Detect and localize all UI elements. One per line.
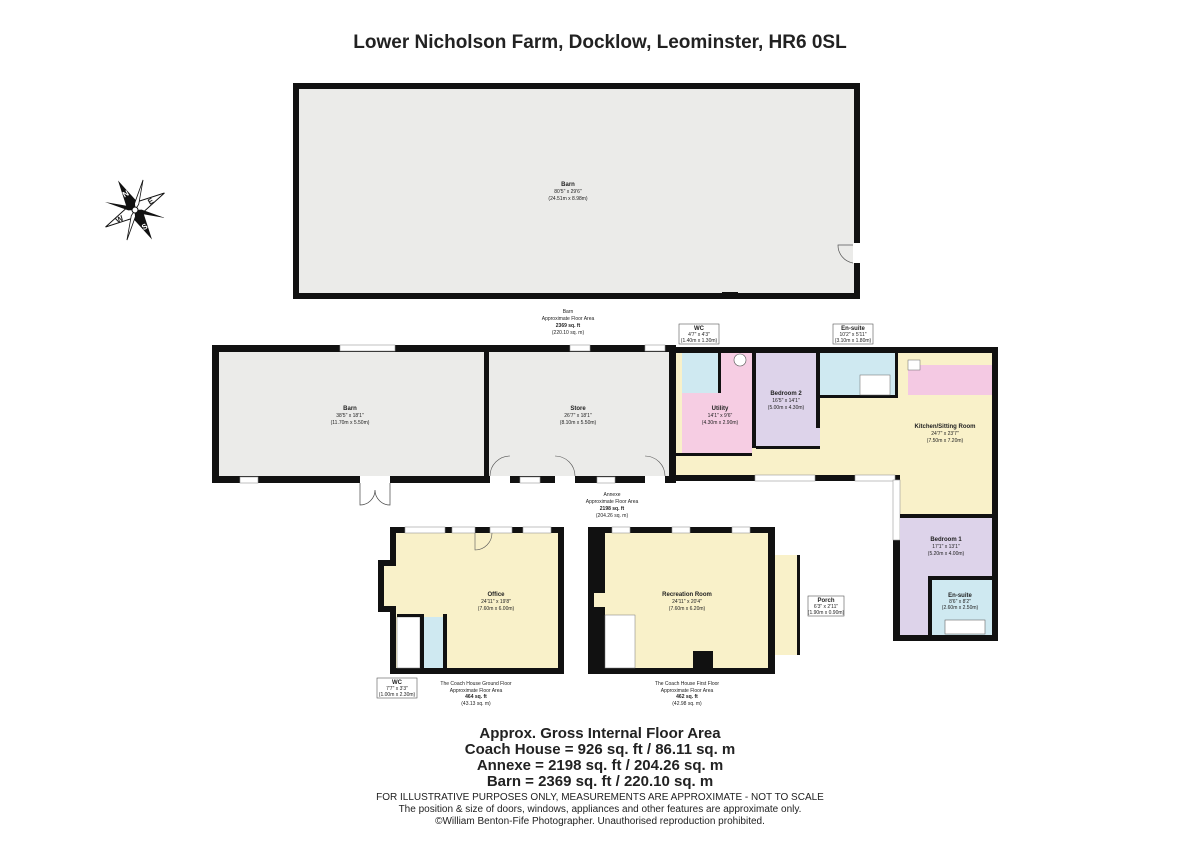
room-name: Bedroom 2 [770, 391, 802, 397]
ensuite-callout: En-suite 10'2" x 5'11" (3.10m x 1.80m) [832, 323, 874, 345]
room-name: Barn [343, 406, 357, 412]
label-text: 17'1" x 13'1" [932, 544, 960, 550]
label-text: (204.26 sq. m) [596, 513, 629, 519]
compass-e: E [146, 196, 156, 207]
label-text: Barn [563, 309, 574, 315]
label-text: (42.98 sq. m) [672, 701, 702, 707]
compass-s: S [140, 221, 150, 232]
label-text: (7.60m x 6.20m) [669, 606, 706, 612]
coach-first-area-label: The Coach House First Floor Approximate … [655, 681, 720, 707]
annexe-area-label: Annexe Approximate Floor Area 2198 sq. f… [586, 492, 639, 519]
label-text: (2.60m x 2.50m) [942, 605, 979, 611]
label-text: (11.70m x 5.50m) [331, 420, 370, 426]
room-name: Recreation Room [662, 592, 712, 598]
label-text: Annexe [604, 492, 621, 498]
label-text: En-suite [841, 326, 865, 332]
barn-area-label: Barn Approximate Floor Area 2369 sq. ft … [542, 309, 595, 336]
label-text: (5.00m x 4.30m) [768, 405, 805, 411]
label-text: 24'11" x 20'4" [672, 599, 702, 605]
page-title: Lower Nicholson Farm, Docklow, Leominste… [353, 32, 847, 53]
label-text: (7.50m x 7.20m) [927, 438, 964, 444]
label-text: 6'3" x 2'11" [814, 604, 838, 610]
label-text: Approximate Floor Area [586, 499, 639, 505]
label-text: The Coach House First Floor [655, 681, 720, 687]
room-name: En-suite [948, 593, 972, 599]
label-text: (1.40m x 1.30m) [681, 338, 718, 344]
label-text: 7'7" x 3'3" [386, 686, 408, 692]
label-text: 10'2" x 5'11" [839, 332, 866, 338]
wc-callout: WC 4'7" x 4'3" (1.40m x 1.30m) [678, 323, 720, 345]
label-text: The Coach House Ground Floor [440, 681, 511, 687]
label-text: (8.10m x 5.50m) [560, 420, 597, 426]
compass-rose-icon: N E S W [104, 179, 166, 241]
room-name: Barn [561, 182, 575, 188]
label-text: (43.13 sq. m) [461, 701, 491, 707]
porch-callout: Porch 6'3" x 2'11" (1.90m x 0.90m) [807, 595, 845, 617]
label-text: Annexe = 2198 sq. ft / 204.26 sq. m [477, 757, 723, 774]
label-text: (1.00m x 2.30m) [379, 692, 416, 698]
area-summary: Approx. Gross Internal Floor Area Coach … [465, 725, 736, 790]
label-text: Approximate Floor Area [542, 316, 595, 322]
label-text: WC [694, 326, 705, 332]
room-name: Store [570, 406, 586, 412]
room-name: Utility [712, 406, 729, 412]
room-name: Office [487, 592, 505, 598]
label-text: 2369 sq. ft [556, 323, 581, 329]
label-text: Approximate Floor Area [450, 688, 503, 694]
compass-n: N [121, 189, 131, 200]
label-text: 464 sq. ft [465, 694, 487, 700]
label-text: Approx. Gross Internal Floor Area [479, 725, 721, 742]
label-text: 462 sq. ft [676, 694, 698, 700]
coach-house-ground-floor: Office 24'11" x 19'8" (7.60m x 6.00m) [378, 526, 564, 674]
label-text: 24'11" x 19'8" [481, 599, 511, 605]
label-text: (220.10 sq. m) [552, 330, 585, 336]
label-text: Barn = 2369 sq. ft / 220.10 sq. m [487, 773, 713, 790]
label-text: (4.30m x 2.90m) [702, 420, 739, 426]
label-text: 14'1" x 9'6" [708, 413, 733, 419]
label-text: Approximate Floor Area [661, 688, 714, 694]
room-size-metric: (24.51m x 8.98m) [548, 196, 588, 202]
coach-ground-area-label: The Coach House Ground Floor Approximate… [440, 681, 511, 707]
label-text: The position & size of doors, windows, a… [399, 804, 802, 815]
disclaimer: FOR ILLUSTRATIVE PURPOSES ONLY, MEASUREM… [376, 792, 824, 827]
barn-main: Barn 80'5" x 29'6" (24.51m x 8.98m) [293, 83, 861, 299]
label-text: (7.60m x 6.00m) [478, 606, 515, 612]
label-text: WC [392, 680, 403, 686]
label-text: Coach House = 926 sq. ft / 86.11 sq. m [465, 741, 736, 758]
room-size-imperial: 80'5" x 29'6" [554, 189, 582, 195]
label-text: ©William Benton-Fife Photographer. Unaut… [435, 816, 765, 827]
label-text: (5.20m x 4.00m) [928, 551, 965, 557]
label-text: 8'6" x 8'2" [949, 599, 971, 605]
label-text: 38'5" x 18'1" [336, 413, 364, 419]
label-text: (3.10m x 1.80m) [835, 338, 872, 344]
label-text: 26'7" x 18'1" [564, 413, 592, 419]
label-text: Porch [817, 598, 834, 604]
annexe-barn-store: Barn 38'5" x 18'1" (11.70m x 5.50m) Stor… [212, 344, 676, 506]
label-text: 4'7" x 4'3" [688, 332, 710, 338]
label-text: FOR ILLUSTRATIVE PURPOSES ONLY, MEASUREM… [376, 792, 824, 803]
coach-house-first-floor: Recreation Room 24'11" x 20'4" (7.60m x … [588, 526, 800, 674]
label-text: 2198 sq. ft [600, 506, 625, 512]
label-text: 24'7" x 23'7" [931, 431, 959, 437]
label-text: (1.90m x 0.90m) [808, 610, 845, 616]
coach-wc-callout: WC 7'7" x 3'3" (1.00m x 2.30m) [376, 677, 418, 699]
compass-w: W [114, 213, 125, 225]
room-name: Bedroom 1 [930, 537, 962, 543]
label-text: 16'5" x 14'1" [772, 398, 800, 404]
annexe-living-wing: Utility 14'1" x 9'6" (4.30m x 2.90m) Bed… [670, 347, 998, 641]
room-name: Kitchen/Sitting Room [915, 424, 976, 430]
